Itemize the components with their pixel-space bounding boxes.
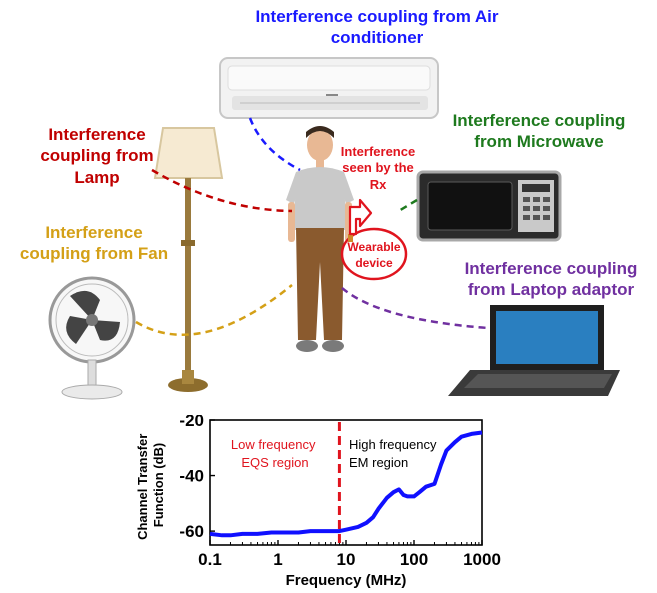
lamp-label: Interference coupling from Lamp [14,124,180,188]
air-conditioner-label-line-2: conditioner [330,28,424,48]
wearable-device-icon [340,227,408,281]
x-tick-label: 1000 [463,550,501,569]
x-tick-label: 0.1 [198,550,222,569]
air-conditioner-label-line-1: Interference coupling from Air [255,7,499,26]
laptop-label-line-2: from Laptop adaptor [467,280,635,300]
region-high-line-1: High frequency [349,437,437,452]
laptop-label: Interference coupling from Laptop adapto… [448,258,654,301]
x-axis-label: Frequency (MHz) [286,572,407,589]
rx-arrow-icon [348,198,373,236]
x-tick-label: 10 [337,550,356,569]
lamp-label-line-3: Lamp [74,167,120,187]
lamp-coupling-path [151,168,293,213]
air-conditioner-label: Interference coupling from Air condition… [196,6,558,49]
wearable-label: Wearable device [344,240,404,271]
transfer-function-curve [209,430,483,538]
floor-lamp-icon [153,127,224,392]
region-low-line-1: Low frequency [231,437,316,452]
svg-text:Channel Transfer Function: Channel Transfer Function (dB) [135,430,166,540]
y-tick-label: -20 [179,415,204,430]
y-axis-label-line-1: Channel Transfer [135,434,150,540]
ac-coupling-path [248,117,301,172]
microwave-label: Interference coupling from Microwave [436,110,642,153]
microwave-label-line-2: from Microwave [474,132,604,152]
fan-label: Interference coupling from Fan [14,222,174,265]
rx-label: Interference seen by the Rx [328,144,428,193]
svg-text:High frequency EM region: High frequency EM region [349,437,440,470]
microwave-label-line-1: Interference coupling [452,111,626,130]
svg-text:Low frequency EQS region: Low frequency EQS region [231,437,319,470]
y-axis-label-line-2: Function (dB) [151,443,166,527]
lamp-label-line-1: Interference [48,125,146,144]
wearable-label-line-1: Wearable [347,240,401,254]
wearable-label-line-2: device [355,255,393,270]
person-avatar [286,126,354,352]
channel-transfer-chart: 0.1 1 10 100 1000 -20 -40 -60 Low frequency EQ… [135,415,501,589]
microwave-icon [416,170,562,242]
laptop-label-line-1: Interference coupling [464,259,638,278]
fan-coupling-path [135,284,293,336]
x-tick-label: 100 [400,550,428,569]
rx-label-line-2: seen by the [342,160,414,176]
microwave-coupling-path [396,198,418,214]
rx-label-line-1: Interference [340,144,416,159]
fan-label-line-1: Interference [45,223,143,242]
y-tick-label: -40 [179,467,204,486]
y-tick-label: -60 [179,522,204,541]
rx-label-line-3: Rx [369,176,387,192]
desk-fan-icon [48,276,136,400]
laptop-coupling-path [341,287,489,330]
x-tick-label: 1 [273,550,282,569]
lamp-label-line-2: coupling from [40,146,154,166]
laptop-icon [448,305,620,396]
air-conditioner-icon [219,57,439,119]
region-high-line-2: EM region [349,455,408,470]
scene-illustration [48,57,620,400]
region-low-line-2: EQS region [241,455,308,470]
fan-label-line-2: coupling from Fan [19,244,169,264]
